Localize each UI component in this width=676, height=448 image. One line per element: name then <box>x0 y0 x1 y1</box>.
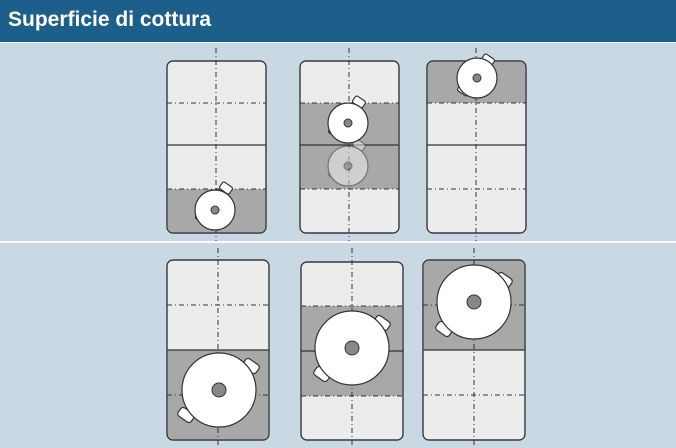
pot-icon <box>435 264 513 340</box>
row-divider <box>0 241 676 243</box>
cooktop-diagram-1 <box>166 48 267 241</box>
cooktop-diagram-4 <box>166 248 270 448</box>
pot-icon <box>177 352 260 428</box>
page-title: Superficie di cottura <box>8 8 212 31</box>
pot-icon <box>194 181 236 231</box>
pot-icon <box>456 53 498 99</box>
cooktop-diagram-3 <box>426 48 527 241</box>
cooktop-diagram-6 <box>422 248 526 448</box>
pot-icon <box>313 310 391 386</box>
cooktop-diagram-5 <box>300 248 404 448</box>
cooktop-diagram-2 <box>299 48 400 241</box>
header-bar: Superficie di cottura <box>0 0 676 43</box>
pot-icon <box>327 95 369 144</box>
pot-icon-faded <box>327 138 369 187</box>
